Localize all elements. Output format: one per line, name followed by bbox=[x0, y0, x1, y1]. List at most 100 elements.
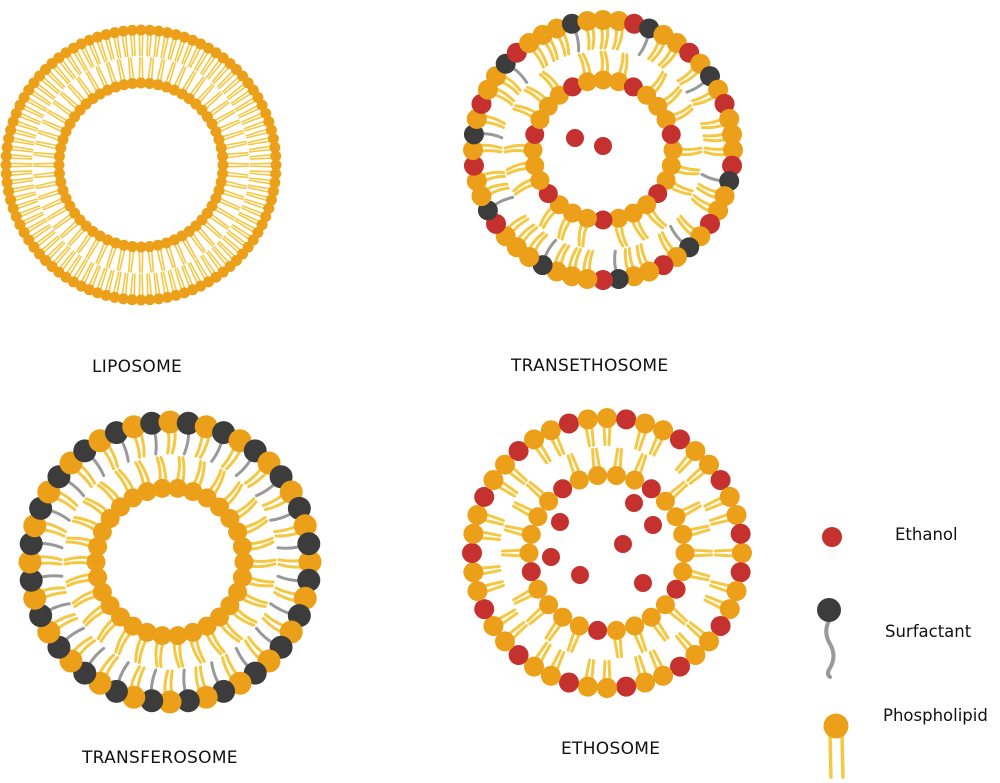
phospholipid-head bbox=[530, 170, 550, 190]
phospholipid-head bbox=[228, 522, 248, 542]
phospholipid-head bbox=[588, 466, 608, 486]
phospholipid-head bbox=[123, 488, 143, 508]
phospholipid-head bbox=[5, 124, 17, 136]
phospholipid-head bbox=[270, 168, 282, 180]
surfactant-head bbox=[140, 411, 164, 435]
phospholipid-head bbox=[569, 470, 589, 490]
phospholipid-head bbox=[685, 645, 706, 666]
phospholipid-head bbox=[118, 79, 130, 91]
phospholipid-head bbox=[577, 72, 597, 92]
phospholipid-head bbox=[467, 581, 488, 602]
phospholipid-head bbox=[699, 631, 720, 652]
phospholipid-head bbox=[110, 81, 122, 93]
phospholipid-head bbox=[655, 491, 675, 511]
phospholipid-head bbox=[217, 150, 229, 162]
phospholipid-head bbox=[267, 133, 279, 145]
ethanol-molecule bbox=[666, 579, 686, 599]
phospholipid-head bbox=[23, 586, 47, 610]
phospholipid-head bbox=[100, 29, 112, 41]
phospholipid-head bbox=[625, 470, 645, 490]
phospholipid-tail bbox=[840, 733, 845, 779]
phospholipid-head bbox=[232, 567, 252, 587]
ethanol-molecule bbox=[563, 77, 583, 97]
ethanol-molecule bbox=[710, 615, 731, 636]
transferosome-vesicle bbox=[18, 410, 322, 714]
phospholipid-molecule-icon bbox=[823, 713, 849, 779]
ethanol-molecule-icon bbox=[822, 527, 842, 547]
phospholipid-head bbox=[7, 202, 19, 214]
surfactant-head bbox=[212, 679, 236, 703]
phospholipid-head bbox=[270, 150, 282, 162]
phospholipid-head bbox=[722, 124, 743, 145]
phospholipid-head bbox=[152, 478, 172, 498]
phospholipid-head bbox=[521, 524, 541, 544]
phospholipid-head bbox=[593, 10, 613, 30]
phospholipid-head bbox=[137, 622, 157, 642]
phospholipid-head bbox=[519, 543, 539, 563]
phospholipid-head bbox=[293, 586, 317, 610]
phospholipid-head bbox=[267, 185, 279, 197]
phospholipid-head bbox=[467, 504, 488, 525]
phospholipid-head bbox=[699, 454, 720, 475]
phospholipid-head bbox=[719, 108, 740, 129]
phospholipid-tail bbox=[828, 733, 833, 779]
phospholipid-head bbox=[553, 607, 573, 627]
phospholipid-head bbox=[197, 616, 217, 636]
phospholipid-head bbox=[153, 293, 165, 305]
phospholipid-head bbox=[463, 523, 484, 544]
phospholipid-head bbox=[135, 77, 147, 89]
ethanol-molecule bbox=[551, 513, 569, 531]
ethanol-molecule bbox=[625, 494, 643, 512]
ethosome-label: ETHOSOME bbox=[561, 739, 660, 759]
phospholipid-head bbox=[540, 420, 561, 441]
phospholipid-head bbox=[117, 25, 129, 37]
phospholipid-head bbox=[7, 116, 19, 128]
phospholipid-head bbox=[109, 291, 121, 303]
surfactant-head bbox=[176, 411, 200, 435]
phospholipid-head bbox=[653, 420, 674, 441]
phospholipid-head bbox=[624, 266, 645, 287]
phospholipid-head bbox=[170, 289, 182, 301]
transethosome-label: TRANSETHOSOME bbox=[510, 356, 668, 376]
surfactant-head bbox=[561, 13, 582, 34]
phospholipid-head bbox=[117, 293, 129, 305]
phospholipid-head bbox=[666, 507, 686, 527]
phospholipid-head bbox=[494, 454, 515, 475]
transferosome-label: TRANSFEROSOME bbox=[81, 748, 238, 768]
phospholipid-head bbox=[122, 685, 146, 709]
phospholipid-head bbox=[528, 579, 548, 599]
phospholipid-head bbox=[524, 656, 545, 677]
ethanol-molecule bbox=[730, 523, 751, 544]
phospholipid-head bbox=[609, 72, 629, 92]
phospholipid-head bbox=[1, 177, 13, 189]
phospholipid-head bbox=[269, 141, 281, 153]
phospholipid-head bbox=[675, 543, 695, 563]
phospholipid-head bbox=[135, 294, 147, 306]
phospholipid-head bbox=[83, 34, 95, 46]
phospholipid-head bbox=[215, 176, 227, 188]
phospholipid-head bbox=[126, 294, 138, 306]
phospholipid-head bbox=[483, 615, 504, 636]
phospholipid-head bbox=[719, 599, 740, 620]
phospholipid-head bbox=[726, 581, 747, 602]
phospholipid-head bbox=[597, 408, 617, 428]
surfactant-head bbox=[176, 689, 200, 713]
phospholipid-head bbox=[168, 478, 188, 498]
ethanol-molecule bbox=[669, 429, 690, 450]
phospholipid-head bbox=[663, 140, 683, 160]
ethanol-molecule bbox=[730, 562, 751, 583]
phospholipid-head bbox=[122, 415, 146, 439]
phospholipid-head bbox=[269, 177, 281, 189]
phospholipid-head bbox=[265, 124, 277, 136]
phospholipid-head bbox=[625, 616, 645, 636]
ethanol-molecule bbox=[641, 479, 661, 499]
phospholipid-head bbox=[137, 482, 157, 502]
phospholipid-head bbox=[623, 203, 643, 223]
phospholipid-head bbox=[577, 676, 598, 697]
ethanol-molecule bbox=[722, 155, 743, 176]
phospholipid-head bbox=[234, 552, 254, 572]
legend-surfactant-label: Surfactant bbox=[885, 622, 972, 641]
surfactant-head bbox=[817, 598, 841, 622]
surfactant-molecule-icon bbox=[817, 598, 841, 679]
ethanol-molecule bbox=[593, 210, 613, 230]
